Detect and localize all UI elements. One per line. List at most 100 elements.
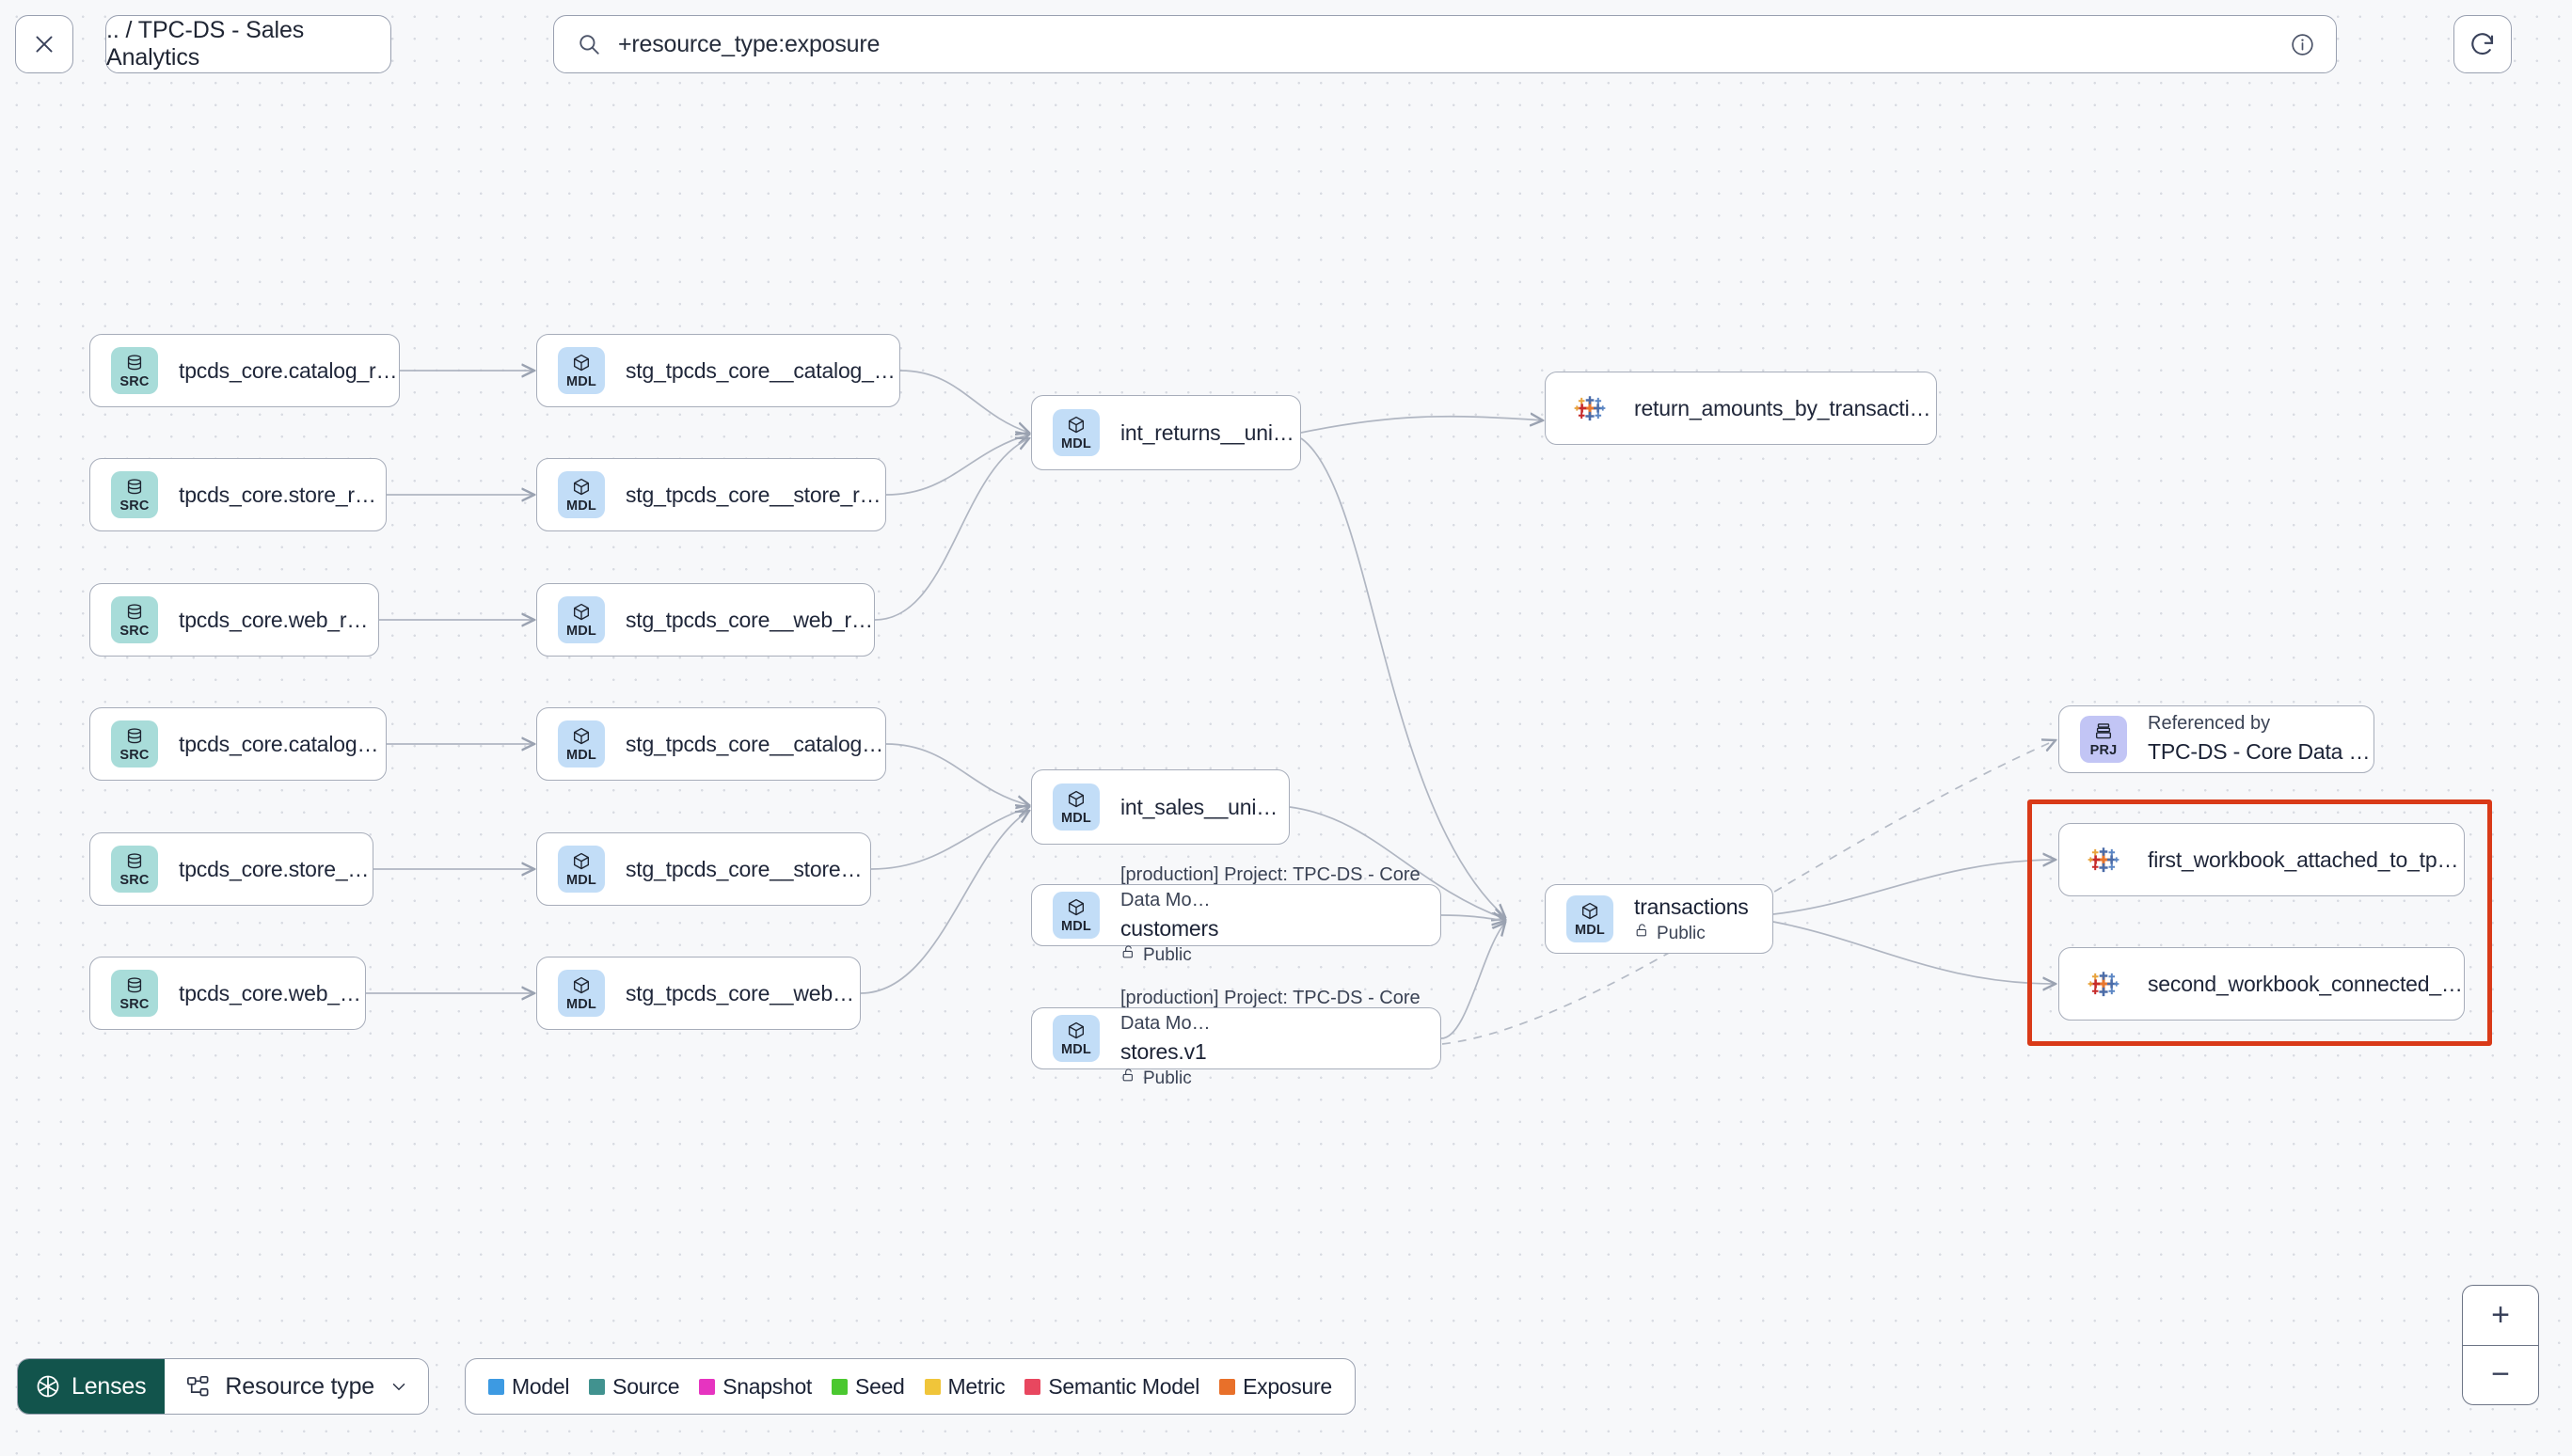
node-type-badge-src: SRC [111, 596, 158, 643]
node-type-badge-mdl: MDL [558, 720, 605, 768]
lenses-toolbar: Lenses Resource type [17, 1358, 430, 1415]
referenced-by-project-node[interactable]: PRJ Referenced by TPC-DS - Core Data Mod… [2058, 705, 2374, 773]
staging-model-node[interactable]: MDL stg_tpcds_core__catalog_returns [536, 334, 900, 407]
lenses-button[interactable]: Lenses [18, 1359, 166, 1414]
legend-item-source[interactable]: Source [589, 1373, 680, 1400]
exposure-node[interactable]: return_amounts_by_transaction_type [1545, 372, 1937, 445]
node-project-kicker: [production] Project: TPC-DS - Core Data… [1120, 863, 1421, 910]
resource-type-dropdown[interactable]: Resource type [165, 1359, 429, 1414]
refresh-button[interactable] [2453, 15, 2512, 73]
legend-item-semantic-model[interactable]: Semantic Model [1024, 1374, 1199, 1400]
top-toolbar: .. / TPC-DS - Sales Analytics +resource_… [0, 0, 2572, 107]
cube-icon [571, 850, 592, 873]
node-label: int_returns__unioned [1120, 419, 1300, 445]
node-type-badge-mdl: MDL [1053, 409, 1100, 456]
node-label: first_workbook_attached_to_tpc-ds_-_… [2148, 847, 2464, 872]
source-node[interactable]: SRC tpcds_core.store_returns [89, 458, 387, 531]
node-type-badge-mdl: MDL [558, 970, 605, 1017]
unlock-icon [1120, 943, 1136, 969]
legend-item-snapshot[interactable]: Snapshot [699, 1374, 812, 1400]
node-type-badge-src: SRC [111, 720, 158, 768]
exposure-node[interactable]: first_workbook_attached_to_tpc-ds_-_… [2058, 823, 2465, 896]
source-node[interactable]: SRC tpcds_core.catalog_returns [89, 334, 400, 407]
node-label: tpcds_core.catalog_sales [179, 731, 386, 756]
close-icon [32, 32, 56, 56]
close-button[interactable] [15, 15, 73, 73]
database-icon [124, 601, 145, 624]
intermediate-model-node[interactable]: MDL int_sales__unioned [1031, 769, 1290, 845]
legend-item-model[interactable]: Model [488, 1374, 569, 1400]
node-type-badge-mdl: MDL [1053, 1015, 1100, 1062]
info-circle-icon[interactable] [2290, 32, 2315, 57]
node-project-kicker: [production] Project: TPC-DS - Core Data… [1120, 987, 1421, 1034]
node-label: stg_tpcds_core__web_sales [626, 980, 860, 1005]
node-title: transactions [1634, 894, 1749, 919]
resource-type-label: Resource type [225, 1372, 375, 1400]
database-icon [124, 725, 145, 748]
legend-item-metric[interactable]: Metric [924, 1374, 1006, 1400]
zoom-controls: + − [2462, 1285, 2539, 1405]
node-type-badge-mdl: MDL [558, 471, 605, 518]
node-title: stores.v1 [1120, 1038, 1207, 1064]
legend-label: Source [612, 1373, 680, 1399]
source-node[interactable]: SRC tpcds_core.catalog_sales [89, 707, 387, 781]
staging-model-node[interactable]: MDL stg_tpcds_core__web_sales [536, 957, 861, 1030]
legend-item-seed[interactable]: Seed [832, 1374, 905, 1400]
tableau-exposure-icon [1566, 385, 1613, 432]
intermediate-model-node[interactable]: MDL int_returns__unioned [1031, 395, 1301, 470]
contracted-model-node[interactable]: MDL [production] Project: TPC-DS - Core … [1031, 864, 1441, 965]
node-label: tpcds_core.web_returns [179, 607, 378, 632]
transactions-model-node[interactable]: MDL transactions Public [1545, 884, 1773, 954]
refresh-icon [2469, 30, 2497, 58]
node-type-badge-mdl: MDL [558, 347, 605, 394]
node-type-badge-mdl: MDL [1566, 895, 1613, 942]
breadcrumb-button[interactable]: .. / TPC-DS - Sales Analytics [105, 15, 391, 73]
node-label: tpcds_core.store_returns [179, 482, 386, 507]
node-label: stg_tpcds_core__store_returns [626, 482, 885, 507]
resource-type-legend: Model Source Snapshot Seed Metric Semantic Mo… [465, 1358, 1356, 1415]
node-type-badge-prj: PRJ [2080, 716, 2127, 763]
search-input-value: +resource_type:exposure [618, 30, 881, 57]
node-label: stg_tpcds_core__web_returns [626, 607, 874, 632]
unlock-icon [1634, 922, 1650, 947]
legend-label: Semantic Model [1048, 1373, 1200, 1399]
cube-icon [1580, 900, 1600, 923]
exposure-node[interactable]: second_workbook_connected_to_live… [2058, 947, 2465, 1021]
node-label: tpcds_core.store_sales [179, 856, 373, 881]
contracted-model-node[interactable]: MDL [production] Project: TPC-DS - Core … [1031, 988, 1441, 1088]
legend-swatch [488, 1378, 504, 1395]
staging-model-node[interactable]: MDL stg_tpcds_core__store_sales [536, 832, 871, 906]
node-access-badge: Public [1120, 1067, 1440, 1092]
staging-model-node[interactable]: MDL stg_tpcds_core__store_returns [536, 458, 886, 531]
legend-item-exposure[interactable]: Exposure [1219, 1374, 1332, 1400]
node-label: tpcds_core.catalog_returns [179, 357, 399, 383]
staging-model-node[interactable]: MDL stg_tpcds_core__web_returns [536, 583, 875, 657]
zoom-in-button[interactable]: + [2463, 1286, 2538, 1346]
node-access-label: Public [1143, 1068, 1192, 1088]
node-type-badge-src: SRC [111, 471, 158, 518]
cube-icon [1066, 896, 1087, 919]
node-title: customers [1120, 915, 1219, 941]
search-input[interactable]: +resource_type:exposure [553, 15, 2337, 73]
source-node[interactable]: SRC tpcds_core.web_sales [89, 957, 366, 1030]
node-label: tpcds_core.web_sales [179, 980, 365, 1005]
cube-icon [571, 352, 592, 374]
unlock-icon [1120, 1067, 1136, 1092]
database-icon [124, 476, 145, 499]
node-type-badge-src: SRC [111, 970, 158, 1017]
tableau-exposure-icon [2080, 960, 2127, 1007]
staging-model-node[interactable]: MDL stg_tpcds_core__catalog_sales [536, 707, 886, 781]
node-label: stg_tpcds_core__store_sales [626, 856, 870, 881]
legend-label: Snapshot [722, 1373, 813, 1399]
source-node[interactable]: SRC tpcds_core.web_returns [89, 583, 379, 657]
source-node[interactable]: SRC tpcds_core.store_sales [89, 832, 373, 906]
node-type-badge-mdl: MDL [1053, 892, 1100, 939]
hierarchy-icon [185, 1374, 211, 1400]
legend-label: Exposure [1243, 1373, 1332, 1399]
node-type-badge-mdl: MDL [558, 596, 605, 643]
node-type-badge-src: SRC [111, 846, 158, 893]
node-access-badge: Public [1120, 943, 1440, 969]
zoom-out-button[interactable]: − [2491, 1356, 2510, 1393]
cube-icon [571, 476, 592, 499]
